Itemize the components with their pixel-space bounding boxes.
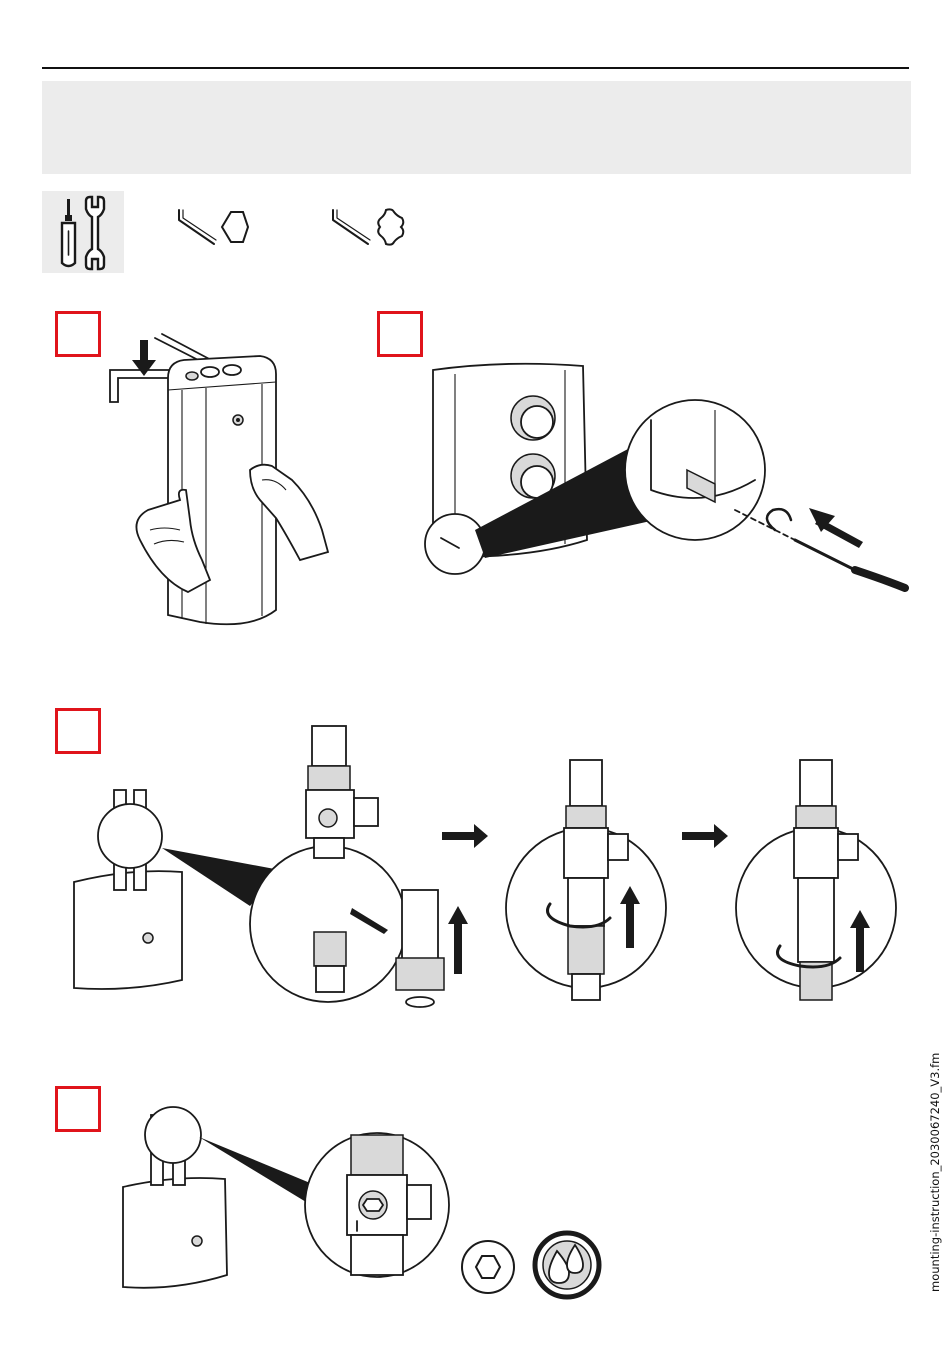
step-3-illustration xyxy=(70,720,920,1020)
screwdriver-and-wrench-icon xyxy=(42,191,124,273)
header-band xyxy=(42,81,911,174)
step-2-illustration xyxy=(415,360,915,600)
top-rule xyxy=(42,67,909,69)
torx-key-icon xyxy=(330,206,404,248)
step-1-illustration xyxy=(100,330,340,630)
hex-key-icon xyxy=(176,206,250,248)
step-1-box xyxy=(55,311,101,357)
step-4-illustration xyxy=(115,1095,615,1295)
step-2-box xyxy=(377,311,423,357)
step-4-box xyxy=(55,1086,101,1132)
document-filename: mounting-instruction_2030067240_V3.fm xyxy=(928,1053,942,1292)
